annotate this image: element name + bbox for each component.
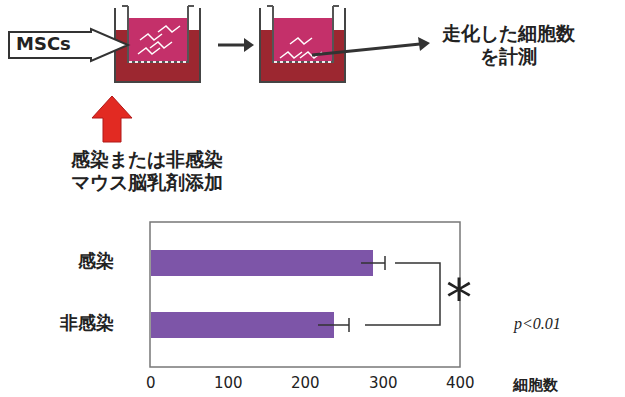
node-body: MSCs xyxy=(8,29,129,59)
leader-arrow xyxy=(312,37,430,55)
axis-tick: 200 xyxy=(291,374,320,392)
axis-tick: 0 xyxy=(146,374,156,392)
process-arrow xyxy=(218,38,254,52)
addition-arrow xyxy=(92,96,132,142)
transwell xyxy=(260,6,345,82)
category-label: 非感染 xyxy=(60,312,114,334)
bar-chart xyxy=(150,222,460,367)
node-text: MSCs xyxy=(16,33,121,55)
axis-tick: 100 xyxy=(214,374,243,392)
category-label: 感染 xyxy=(78,250,114,272)
addition-note: 感染または非感染 マウス脳乳剤添加 xyxy=(62,148,232,194)
p-value: p<0.01 xyxy=(514,314,561,333)
axis-tick: 300 xyxy=(369,374,398,392)
significance-star: * xyxy=(446,272,472,324)
cell-label-arrow: MSCs xyxy=(8,29,129,61)
axis-tick: 400 xyxy=(446,374,475,392)
axis-title: 細胞数 xyxy=(513,376,558,394)
measure-note: 走化した細胞数 を計測 xyxy=(438,22,578,68)
